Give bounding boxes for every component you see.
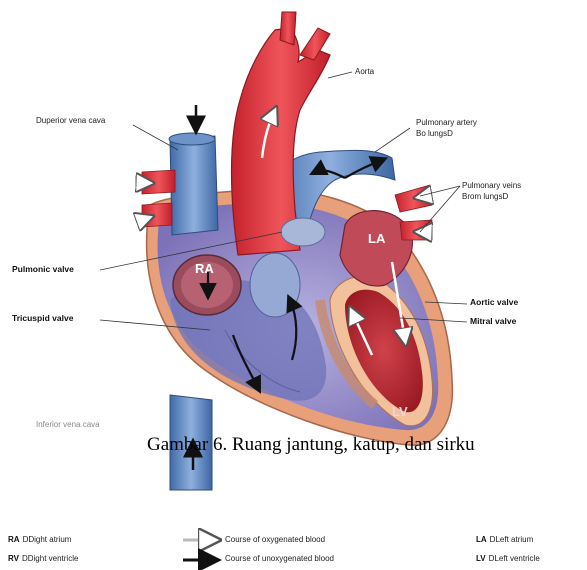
label-aorta: Aorta (355, 67, 374, 77)
label-lv: LV (392, 405, 408, 419)
label-pulmonary-veins-2: Brom lungsD (462, 192, 508, 202)
label-pulmonic-valve: Pulmonic valve (12, 264, 74, 274)
legend-rv-text: DDight ventricle (22, 554, 78, 563)
legend-ra-text: DDight atrium (23, 535, 72, 544)
arrow-pv-left-1 (120, 182, 148, 183)
legend-ra-abbr: RA (8, 535, 20, 544)
legend-arrows (183, 540, 213, 560)
legend-unoxygenated: Course of unoxygenated blood (225, 554, 334, 563)
label-la: LA (368, 232, 385, 246)
legend-rv-abbr: RV (8, 554, 19, 563)
label-pulmonary-veins-1: Pulmonary veins (462, 181, 521, 191)
label-ra: RA (195, 262, 214, 276)
legend-oxygenated: Course of oxygenated blood (225, 535, 325, 544)
arrow-pv-right-2 (420, 232, 448, 233)
label-pulmonary-artery-1: Pulmonary artery (416, 118, 477, 128)
superior-vena-cava (169, 133, 218, 235)
label-tricuspid-valve: Tricuspid valve (12, 313, 73, 323)
label-superior-vena-cava: Duperior vena cava (36, 116, 105, 126)
legend-lv-abbr: LV (476, 554, 486, 563)
label-inferior-vena-cava: Inferior vena cava (36, 420, 100, 430)
label-aortic-valve: Aortic valve (470, 297, 518, 307)
legend-la-text: DLeft atrium (490, 535, 534, 544)
legend-la-abbr: LA (476, 535, 487, 544)
label-mitral-valve: Mitral valve (470, 316, 516, 326)
pulmonic-valve (281, 218, 325, 246)
legend-lv-text: DLeft ventricle (489, 554, 540, 563)
figure-caption: Gambar 6. Ruang jantung, katup, dan sirk… (147, 434, 475, 456)
label-pulmonary-artery-2: Bo lungsD (416, 129, 453, 139)
